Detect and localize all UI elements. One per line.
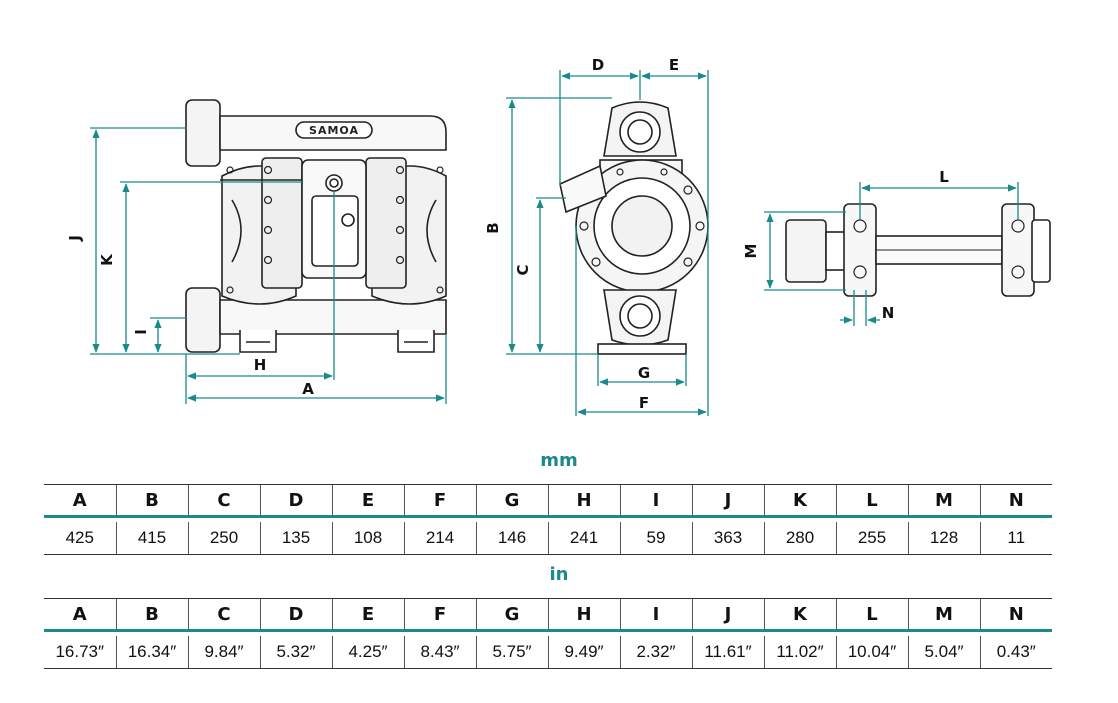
side-view xyxy=(559,101,709,355)
dim-label-l: L xyxy=(939,168,949,186)
header-c: C xyxy=(187,484,260,517)
dim-label-g: G xyxy=(638,364,650,382)
dim-label-b: B xyxy=(484,222,502,233)
value-mm-d: 135 xyxy=(259,522,332,555)
header-m: M xyxy=(907,598,980,631)
dim-label-h: H xyxy=(254,356,267,374)
value-in-j: 11.61″ xyxy=(691,636,764,669)
value-mm-j: 363 xyxy=(691,522,764,555)
value-mm-k: 280 xyxy=(763,522,836,555)
value-in-h: 9.49″ xyxy=(547,636,620,669)
table-title-in: in xyxy=(549,564,569,585)
header-b: B xyxy=(115,598,188,631)
header-a: A xyxy=(44,598,116,631)
dim-label-j: J xyxy=(66,235,84,242)
value-in-k: 11.02″ xyxy=(763,636,836,669)
header-h: H xyxy=(547,598,620,631)
value-in-e: 4.25″ xyxy=(331,636,404,669)
header-k: K xyxy=(763,598,836,631)
value-in-f: 8.43″ xyxy=(403,636,476,669)
dim-label-a: A xyxy=(302,380,314,398)
header-i: I xyxy=(619,484,692,517)
header-l: L xyxy=(835,598,908,631)
value-mm-b: 415 xyxy=(115,522,188,555)
header-j: J xyxy=(691,598,764,631)
table-header-row: A B C D E F G H I J K L M N xyxy=(44,598,1052,631)
value-mm-n: 11 xyxy=(979,522,1052,555)
dim-label-c: C xyxy=(514,264,532,275)
header-n: N xyxy=(979,484,1052,517)
table-header-row: A B C D E F G H I J K L M N xyxy=(44,484,1052,517)
dim-label-m: M xyxy=(742,244,760,259)
value-in-n: 0.43″ xyxy=(979,636,1052,669)
dim-label-i: I xyxy=(132,329,150,335)
header-j: J xyxy=(691,484,764,517)
dim-label-e: E xyxy=(669,56,679,74)
value-mm-i: 59 xyxy=(619,522,692,555)
header-e: E xyxy=(331,484,404,517)
value-in-i: 2.32″ xyxy=(619,636,692,669)
header-n: N xyxy=(979,598,1052,631)
dimension-table-mm: A B C D E F G H I J K L M N 425 415 250 … xyxy=(44,484,1052,555)
header-d: D xyxy=(259,484,332,517)
value-mm-l: 255 xyxy=(835,522,908,555)
dim-label-d: D xyxy=(592,56,604,74)
value-mm-a: 425 xyxy=(44,522,116,555)
header-g: G xyxy=(475,484,548,517)
samoa-logo xyxy=(295,121,373,139)
header-i: I xyxy=(619,598,692,631)
header-f: F xyxy=(403,598,476,631)
value-mm-e: 108 xyxy=(331,522,404,555)
header-k: K xyxy=(763,484,836,517)
value-in-m: 5.04″ xyxy=(907,636,980,669)
dim-label-n: N xyxy=(882,304,895,322)
samoa-logo-text: SAMOA xyxy=(309,124,359,137)
header-m: M xyxy=(907,484,980,517)
header-b: B xyxy=(115,484,188,517)
value-in-a: 16.73″ xyxy=(44,636,116,669)
value-mm-m: 128 xyxy=(907,522,980,555)
header-a: A xyxy=(44,484,116,517)
value-mm-c: 250 xyxy=(187,522,260,555)
value-mm-h: 241 xyxy=(547,522,620,555)
value-in-g: 5.75″ xyxy=(475,636,548,669)
table-title-mm: mm xyxy=(540,450,578,471)
pump-dimension-drawing: SAMOA J K I H A xyxy=(66,56,1051,416)
header-g: G xyxy=(475,598,548,631)
top-view xyxy=(785,203,1051,297)
value-mm-f: 214 xyxy=(403,522,476,555)
front-view xyxy=(185,99,447,353)
dim-label-f: F xyxy=(639,394,649,412)
header-l: L xyxy=(835,484,908,517)
header-h: H xyxy=(547,484,620,517)
table-row-in: 16.73″ 16.34″ 9.84″ 5.32″ 4.25″ 8.43″ 5.… xyxy=(44,636,1052,669)
value-mm-g: 146 xyxy=(475,522,548,555)
dim-label-k: K xyxy=(98,253,116,266)
dimension-table-in: A B C D E F G H I J K L M N 16.73″ 16.34… xyxy=(44,598,1052,669)
value-in-l: 10.04″ xyxy=(835,636,908,669)
header-d: D xyxy=(259,598,332,631)
value-in-b: 16.34″ xyxy=(115,636,188,669)
header-f: F xyxy=(403,484,476,517)
header-e: E xyxy=(331,598,404,631)
value-in-c: 9.84″ xyxy=(187,636,260,669)
value-in-d: 5.32″ xyxy=(259,636,332,669)
header-c: C xyxy=(187,598,260,631)
table-row-mm: 425 415 250 135 108 214 146 241 59 363 2… xyxy=(44,522,1052,555)
